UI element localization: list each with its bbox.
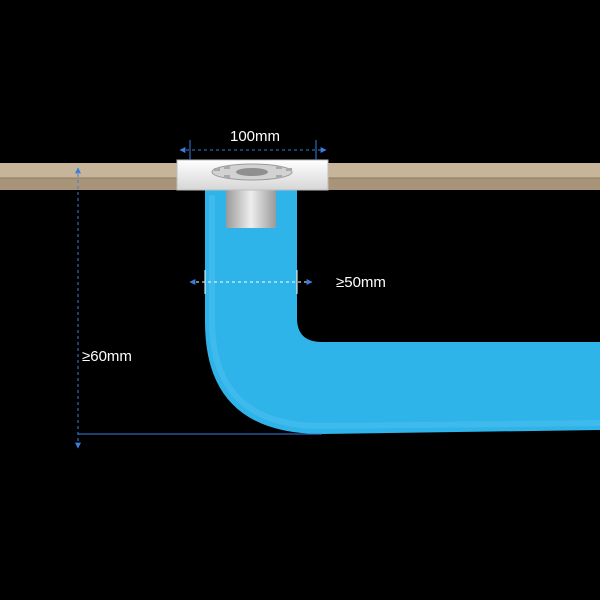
drain-width-label: 100mm bbox=[230, 128, 280, 145]
dimension-pipe-diameter: ≥50mm bbox=[189, 270, 386, 294]
floor-drain bbox=[176, 159, 329, 228]
pipe-diameter-label: ≥50mm bbox=[336, 274, 386, 291]
dimension-depth: ≥60mm bbox=[75, 167, 322, 449]
drain-grate-center bbox=[236, 168, 268, 176]
drain-spigot bbox=[226, 190, 276, 228]
pipe-highlight bbox=[209, 195, 600, 430]
pipe-body bbox=[205, 190, 600, 434]
depth-label: ≥60mm bbox=[82, 348, 132, 365]
pipe bbox=[205, 190, 600, 434]
dimension-drain-width: 100mm bbox=[179, 128, 327, 160]
drain-grate-slots bbox=[214, 166, 292, 178]
